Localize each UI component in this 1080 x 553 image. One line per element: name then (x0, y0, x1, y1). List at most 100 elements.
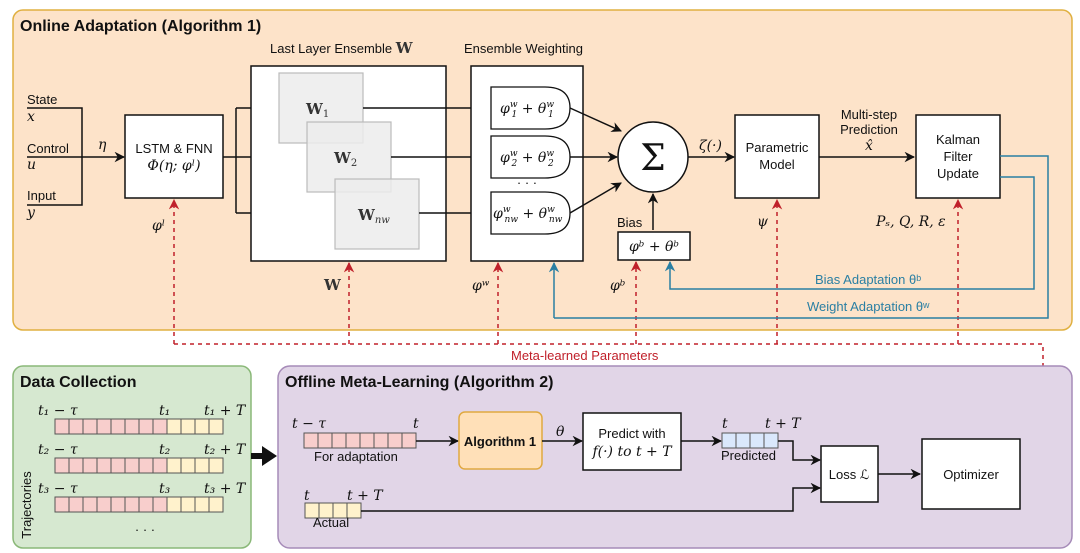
parametric-label-2: Model (759, 157, 795, 172)
svg-text:φᵇ + θᵇ: φᵇ + θᵇ (629, 239, 679, 255)
loss-block: Loss ℒ (820, 445, 879, 503)
input-input-symbol: y (26, 205, 36, 221)
pred-end-label: t + T (765, 416, 802, 432)
trajectory-mid-label: t₁ (159, 403, 170, 419)
trajectory-cell (110, 457, 126, 474)
trajectory-cell (82, 418, 98, 435)
trajectory-cell (152, 418, 168, 435)
lstm-formula: Φ(η; φˡ) (147, 158, 200, 174)
pred-caption: Predicted (721, 448, 776, 463)
phi-w-label: φʷ (472, 278, 490, 294)
weights-ellipsis: · · · (517, 175, 537, 190)
trajectory-mid-label: t₃ (159, 481, 171, 497)
algorithm-1-label: Algorithm 1 (464, 434, 536, 449)
lstm-label: LSTM & FNN (135, 141, 212, 156)
trajectory-cell (194, 418, 210, 435)
bias-label: Bias (617, 215, 643, 230)
trajectory-cell (194, 457, 210, 474)
svg-text:φw2 + θw2: φw2 + θw2 (500, 149, 554, 169)
optimizer-label: Optimizer (943, 467, 999, 482)
lstm-fnn-block: LSTM & FNN Φ(η; φˡ) (124, 114, 224, 199)
predicted-to-loss (778, 440, 822, 466)
eta-label: η (98, 137, 107, 153)
offline-meta-learning-panel: Offline Meta-Learning (Algorithm 2) t − … (277, 365, 1073, 549)
trajectory-cell (82, 496, 98, 513)
trajectory-cell (110, 496, 126, 513)
actual-end-label: t + T (347, 488, 384, 504)
actual-to-loss (361, 482, 822, 512)
kalman-label-3: Update (937, 166, 979, 181)
parametric-model-block: Parametric Model (734, 114, 820, 199)
bias-box: φᵇ + θᵇ (617, 231, 691, 261)
trajectory-cell (194, 496, 210, 513)
online-panel-title: Online Adaptation (Algorithm 1) (20, 18, 261, 35)
psi-label: ψ (757, 214, 769, 230)
optimizer-block: Optimizer (921, 438, 1021, 510)
trajectory-end-label: t₂ + T (204, 442, 247, 458)
trajectory-cell (208, 457, 224, 474)
sum-symbol: Σ (640, 138, 665, 179)
trajectories-label: Trajectories (19, 471, 34, 539)
predict-label-2: f(·) to t + T (591, 444, 673, 460)
input-control-symbol: u (27, 157, 36, 173)
trajectory-cell (68, 457, 84, 474)
meta-learned-label: Meta-learned Parameters (511, 348, 659, 363)
input-state-label: State (27, 92, 57, 107)
adaptation-cell (373, 432, 389, 449)
algorithm-1-block: Algorithm 1 (458, 411, 543, 470)
trajectory-cell (110, 418, 126, 435)
predicted-cell (721, 432, 737, 449)
ensemble-member-nw (334, 178, 420, 250)
trajectory-cell (138, 457, 154, 474)
trajectory-cell (166, 418, 182, 435)
trajectory-cell (138, 496, 154, 513)
actual-start-label: t (304, 488, 310, 504)
loss-label: Loss ℒ (829, 467, 869, 482)
adapt-start-label: t − τ (292, 416, 326, 432)
bias-adaptation-line (664, 176, 1035, 290)
trajectory-cell (96, 418, 112, 435)
predict-label-1: Predict with (598, 426, 665, 441)
trajectory-cell (180, 457, 196, 474)
trajectory-start-label: t₃ − τ (38, 481, 78, 497)
phi-b-label: φᵇ (610, 278, 625, 294)
trajectory-start-label: t₁ − τ (38, 403, 78, 419)
weighting-title: Ensemble Weighting (464, 41, 583, 56)
bias-adaptation-label: Bias Adaptation θᵇ (815, 272, 921, 287)
predicted-cell (749, 432, 765, 449)
trajectory-cell (124, 496, 140, 513)
adaptation-cell (331, 432, 347, 449)
weight-adaptation-line (554, 155, 1049, 319)
gatenw-to-sum (569, 182, 622, 214)
data-collection-title: Data Collection (20, 374, 136, 391)
adaptation-cell (359, 432, 375, 449)
data-to-offline-arrow (251, 446, 277, 466)
adaptation-cell (387, 432, 403, 449)
meta-learned-parameters-link: Meta-learned Parameters (174, 343, 1044, 477)
adaptation-cell (317, 432, 333, 449)
trajectory-cell (208, 496, 224, 513)
kalman-filter-block: Kalman Filter Update (915, 114, 1001, 199)
trajectory-mid-label: t₂ (159, 442, 171, 458)
last-layer-ensemble: Last Layer Ensemble W W1 W2 Wnw (250, 39, 447, 262)
ensemble-title: Last Layer Ensemble W (270, 39, 414, 57)
trajectory-start-label: t₂ − τ (38, 442, 78, 458)
theta-label: θ (556, 424, 565, 440)
adaptation-cell (303, 432, 319, 449)
adaptation-cell (345, 432, 361, 449)
sum-node: Σ (617, 121, 689, 193)
pred-start-label: t (722, 416, 728, 432)
multistep-label-1: Multi-step (841, 107, 897, 122)
trajectory-cell (96, 496, 112, 513)
trajectory-end-label: t₃ + T (204, 481, 247, 497)
multistep-symbol: x̂ (865, 138, 873, 154)
actual-window-cells (304, 502, 362, 519)
actual-caption: Actual (313, 515, 349, 530)
